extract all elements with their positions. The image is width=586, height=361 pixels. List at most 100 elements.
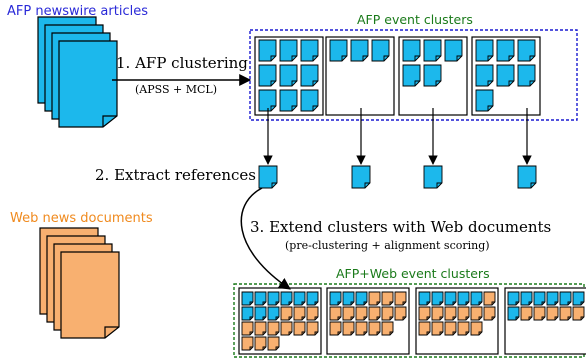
afp-doc-icon <box>533 291 546 306</box>
reference-doc-icon <box>258 165 278 189</box>
web-doc-icon <box>381 291 394 306</box>
web-doc-icon <box>306 321 319 336</box>
web-doc-icon <box>418 306 431 321</box>
web-doc-icon <box>559 306 572 321</box>
web-doc-icon <box>368 291 381 306</box>
afp-doc-icon <box>279 89 298 112</box>
afp-doc-icon <box>241 291 254 306</box>
afp-doc-icon <box>507 291 520 306</box>
web-doc-icon <box>254 336 267 351</box>
afp-doc-icon <box>329 291 342 306</box>
afp-doc-icon <box>355 291 368 306</box>
web-documents-stack-icon <box>39 227 120 339</box>
web-doc-icon <box>572 306 585 321</box>
reference-docs-layer <box>258 165 537 189</box>
web-doc-icon <box>329 321 342 336</box>
web-doc-icon <box>342 306 355 321</box>
afp-doc-icon <box>350 39 369 62</box>
web-doc-icon <box>394 306 407 321</box>
afp-doc-icon <box>517 39 536 62</box>
web-doc-icon <box>355 321 368 336</box>
web-doc-icon <box>355 306 368 321</box>
web-doc-icon <box>520 306 533 321</box>
web-doc-icon <box>546 306 559 321</box>
afp-doc-icon <box>402 39 421 62</box>
step3-sublabel: (pre-clustering + alignment scoring) <box>285 239 490 252</box>
afp-doc-icon <box>423 64 442 87</box>
afp-doc-icon <box>572 291 585 306</box>
web-doc-icon <box>241 336 254 351</box>
afp-doc-icon <box>329 39 348 62</box>
web-doc-icon <box>381 321 394 336</box>
web-doc-icon <box>254 321 267 336</box>
afp-doc-icon <box>475 89 494 112</box>
afp-doc-icon <box>475 64 494 87</box>
web-doc-icon <box>293 306 306 321</box>
web-doc-icon <box>280 321 293 336</box>
step1-sublabel: (APSS + MCL) <box>135 83 218 96</box>
afp-doc-icon <box>444 39 463 62</box>
web-doc-icon <box>394 291 407 306</box>
web-doc-icon <box>342 321 355 336</box>
afp-doc-icon <box>254 291 267 306</box>
reference-doc-icon <box>517 165 537 189</box>
afp-doc-icon <box>496 39 515 62</box>
web-doc-icon <box>470 321 483 336</box>
web-doc-icon <box>306 306 319 321</box>
web-documents-title: Web news documents <box>10 211 153 226</box>
web-doc-icon <box>483 291 496 306</box>
afp-doc-icon <box>300 39 319 62</box>
afp-doc-icon <box>280 291 293 306</box>
step1-label: 1. AFP clustering <box>116 54 248 72</box>
web-doc-icon <box>457 306 470 321</box>
afp-doc-icon <box>306 291 319 306</box>
web-doc-icon <box>368 321 381 336</box>
afp-doc-icon <box>293 291 306 306</box>
afp-doc-icon <box>267 306 280 321</box>
afp-doc-icon <box>444 291 457 306</box>
afp-doc-icon <box>258 39 277 62</box>
afp-doc-icon <box>475 39 494 62</box>
web-doc-icon <box>267 321 280 336</box>
afp-doc-icon <box>496 64 515 87</box>
afp-doc-icon <box>457 291 470 306</box>
afp-doc-icon <box>418 291 431 306</box>
web-doc-icon <box>431 306 444 321</box>
afp-doc-icon <box>300 64 319 87</box>
web-doc-icon <box>444 321 457 336</box>
afp-doc-icon <box>279 64 298 87</box>
web-doc-icon <box>280 306 293 321</box>
reference-doc-icon <box>351 165 371 189</box>
combined-clusters-layer <box>238 287 586 355</box>
afp-clusters-title: AFP event clusters <box>357 12 473 27</box>
afp-doc-icon <box>431 291 444 306</box>
web-doc-icon <box>483 306 496 321</box>
web-doc-icon <box>533 306 546 321</box>
web-doc-icon <box>470 306 483 321</box>
web-doc-icon <box>457 321 470 336</box>
combined-clusters-title: AFP+Web event clusters <box>336 266 490 281</box>
afp-clusters-group <box>249 29 578 121</box>
afp-articles-stack-icon <box>37 16 118 128</box>
afp-doc-icon <box>517 64 536 87</box>
reference-doc-icon <box>423 165 443 189</box>
afp-doc-icon <box>507 306 520 321</box>
afp-doc-icon <box>342 291 355 306</box>
afp-doc-icon <box>371 39 390 62</box>
web-doc-icon <box>241 321 254 336</box>
afp-doc-icon <box>279 39 298 62</box>
step3-label: 3. Extend clusters with Web documents <box>250 218 552 236</box>
afp-doc-icon <box>546 291 559 306</box>
web-doc-icon <box>431 321 444 336</box>
web-doc-icon <box>329 306 342 321</box>
afp-doc-icon <box>423 39 442 62</box>
afp-doc-icon <box>520 291 533 306</box>
web-doc-icon <box>293 321 306 336</box>
afp-doc-icon <box>258 64 277 87</box>
afp-doc-icon <box>559 291 572 306</box>
afp-doc-icon <box>258 89 277 112</box>
web-doc-icon <box>368 306 381 321</box>
afp-clusters-layer <box>254 36 541 116</box>
afp-doc-icon <box>254 306 267 321</box>
